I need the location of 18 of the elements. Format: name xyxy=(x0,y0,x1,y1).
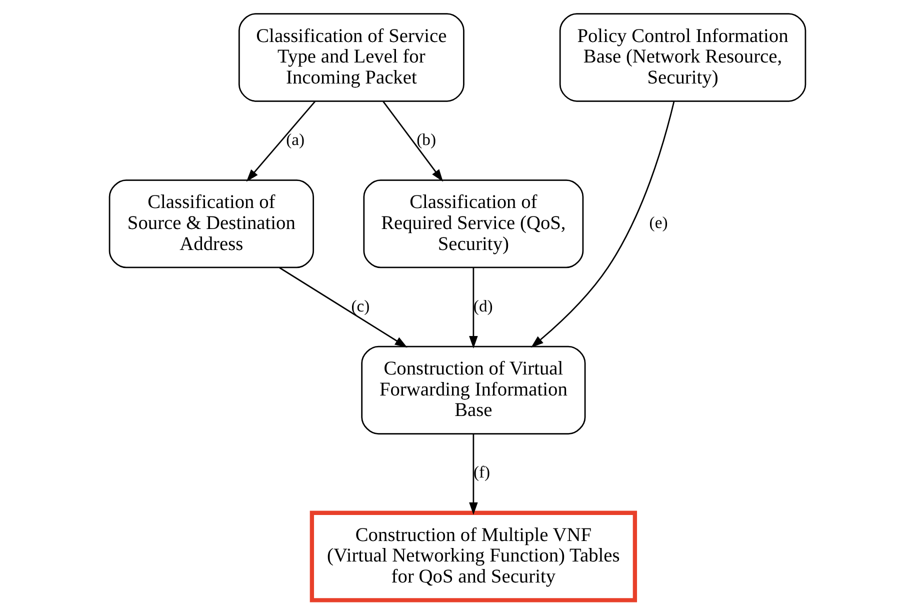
edge-label: (f) xyxy=(473,462,490,482)
arrow xyxy=(382,101,444,182)
edge-label: (e) xyxy=(649,213,668,232)
node-box: Policy Control Information Base (Network Resource, Security) xyxy=(559,13,806,102)
edge-label: (a) xyxy=(286,130,305,149)
edge-label: (c) xyxy=(351,296,370,316)
edge-label: (b) xyxy=(416,130,436,149)
node-box: Classification of Source & Destination Address xyxy=(108,179,314,268)
node-box: Classification of Service Type and Level for Incoming Packet xyxy=(238,13,464,102)
arrow xyxy=(530,101,675,348)
node-box: Classification of Required Service (QoS, Security) xyxy=(363,179,584,268)
node-box: Construction of Virtual Forwarding Information Base xyxy=(361,346,586,435)
arrow xyxy=(469,268,478,349)
edge-label: (d) xyxy=(473,296,493,316)
node-box: Construction of Multiple VNF (Virtual Networking Function) Tables for QoS and Security xyxy=(310,510,638,602)
arrow xyxy=(279,267,408,348)
arrow xyxy=(246,100,316,182)
arrow xyxy=(469,434,478,515)
